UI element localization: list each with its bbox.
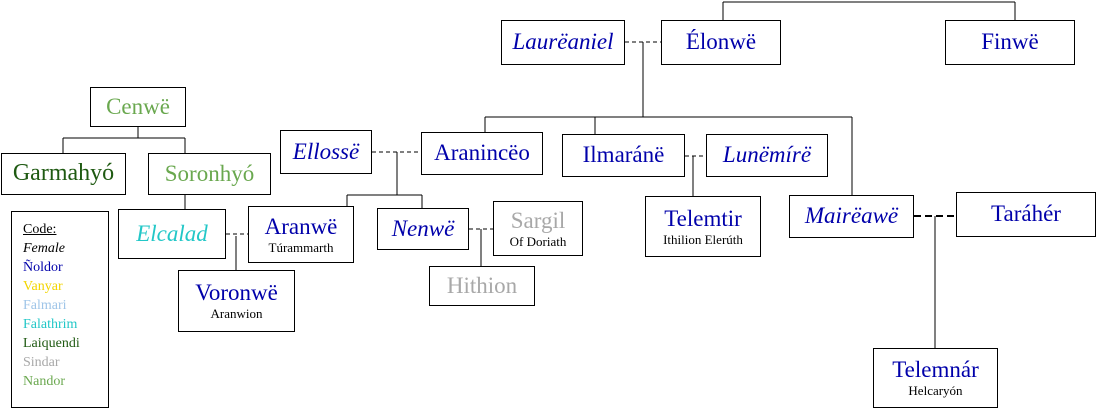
- person-hithion: Hithion: [429, 266, 535, 306]
- legend-entry-falathrim: Falathrim: [23, 317, 78, 332]
- person-telemnar: Telemnár Helcaryón: [873, 348, 998, 408]
- color-code-legend: Code: Female Ñoldor Vanyar Falmari Falat…: [11, 211, 109, 408]
- person-name: Sargil: [510, 207, 566, 233]
- person-cenwe: Cenwë: [90, 87, 186, 127]
- person-epithet: Helcaryón: [908, 383, 963, 399]
- person-name: Soronhyó: [164, 160, 255, 186]
- person-soronhyo: Soronhyó: [148, 153, 271, 195]
- person-name: Élonwë: [685, 29, 757, 55]
- person-name: Finwë: [981, 29, 1039, 55]
- person-name: Aranwë: [264, 213, 338, 239]
- person-epithet: Ithilion Elerúth: [663, 231, 743, 247]
- person-name: Lunëmírë: [722, 142, 812, 168]
- person-name: Telemtir: [664, 205, 742, 231]
- legend-entry-nandor: Nandor: [23, 374, 65, 389]
- person-name: Aranincëo: [434, 140, 530, 166]
- person-ilmarane: Ilmaránë: [562, 134, 685, 177]
- person-name: Garmahyó: [12, 160, 115, 187]
- legend-title: Code:: [23, 222, 57, 237]
- legend-entry-sindar: Sindar: [23, 355, 60, 370]
- person-sargil: Sargil Of Doriath: [493, 201, 583, 256]
- person-name: Laurëaniel: [512, 29, 614, 55]
- person-name: Ellossë: [292, 138, 360, 164]
- person-elonwe: Élonwë: [661, 20, 781, 65]
- legend-entry-noldor: Ñoldor: [23, 260, 63, 275]
- person-taraher: Taráhér: [956, 192, 1096, 237]
- person-aranwe: Aranwë Túrammarth: [248, 206, 354, 263]
- legend-entry-falmari: Falmari: [23, 298, 67, 313]
- legend-entry-female: Female: [23, 241, 65, 256]
- person-garmahyo: Garmahyó: [1, 153, 126, 195]
- person-name: Taráhér: [991, 201, 1061, 227]
- person-name: Nenwë: [391, 215, 455, 241]
- person-name: Elcalad: [136, 220, 208, 246]
- person-epithet: Aranwion: [210, 306, 263, 322]
- person-name: Cenwë: [106, 93, 170, 119]
- person-name: Telemnár: [892, 357, 979, 383]
- person-maireawe: Mairëawë: [789, 195, 914, 238]
- person-ellosse: Ellossë: [280, 130, 372, 174]
- person-name: Mairëawë: [804, 203, 899, 229]
- person-name: Ilmaránë: [582, 142, 665, 168]
- person-telemtir: Telemtir Ithilion Elerúth: [645, 196, 761, 257]
- person-laureaniel: Laurëaniel: [501, 20, 625, 65]
- person-name: Hithion: [446, 272, 518, 298]
- person-voronwe: Voronwë Aranwion: [178, 270, 295, 332]
- legend-entry-laiquendi: Laiquendi: [23, 336, 80, 351]
- person-epithet: Túrammarth: [268, 239, 334, 255]
- person-elcalad: Elcalad: [118, 209, 226, 259]
- legend-entry-vanyar: Vanyar: [23, 279, 63, 294]
- person-lunemire: Lunëmírë: [706, 134, 828, 177]
- person-nenwe: Nenwë: [377, 208, 469, 250]
- person-name: Voronwë: [195, 280, 278, 306]
- person-epithet: Of Doriath: [509, 233, 567, 249]
- person-arancinceo: Aranincëo: [421, 132, 543, 175]
- person-finwe: Finwë: [945, 20, 1075, 65]
